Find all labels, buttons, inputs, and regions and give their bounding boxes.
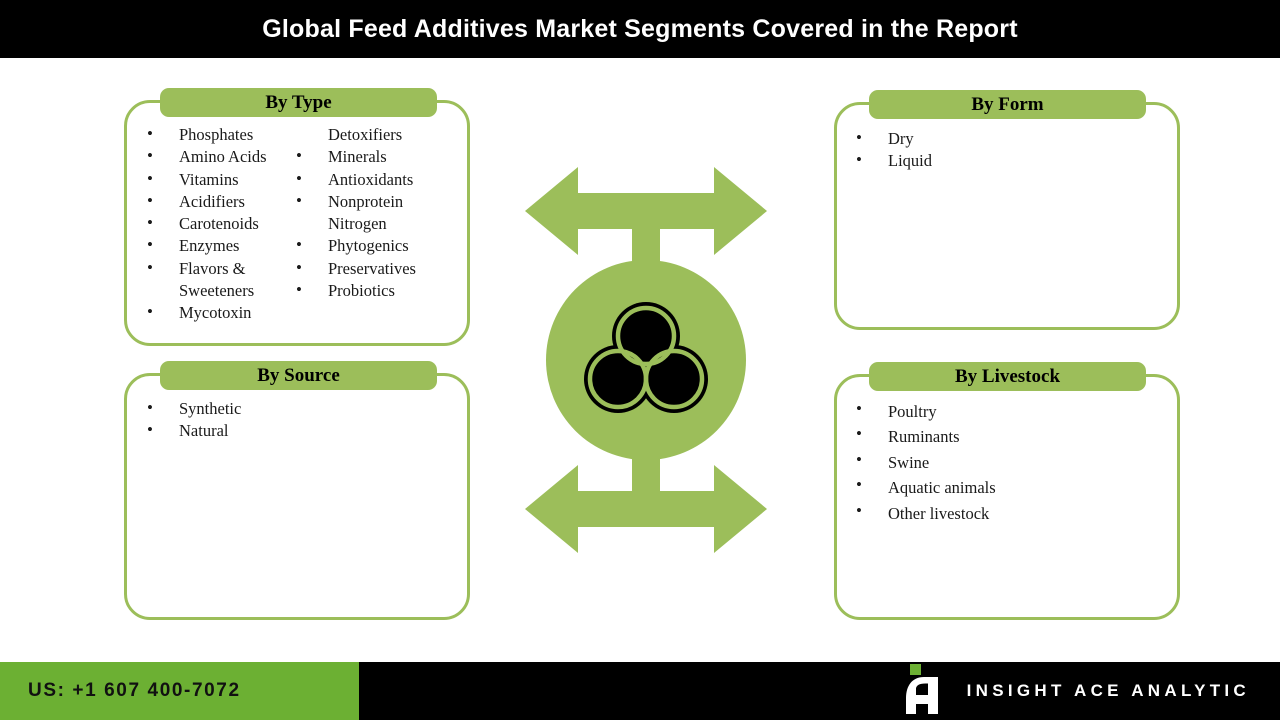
segment-title-by-source: By Source (160, 361, 437, 390)
list-item: Carotenoids (145, 212, 295, 235)
by-form-list: Dry Liquid (854, 127, 1074, 173)
logo-green-dot (910, 664, 921, 675)
list-item: Dry (854, 127, 1074, 150)
list-item: Preservatives (294, 257, 469, 280)
list-item: Phosphates (145, 123, 295, 146)
list-item: Swine (854, 449, 1114, 475)
segment-title-by-type-label: By Type (265, 92, 332, 113)
three-overlapping-circles-venn-icon (584, 302, 708, 413)
segment-title-by-source-label: By Source (257, 365, 340, 386)
list-item: Synthetic (145, 397, 365, 420)
list-item: Mycotoxin (145, 301, 295, 324)
page-title: Global Feed Additives Market Segments Co… (262, 15, 1018, 43)
list-item: Detoxifiers (328, 125, 403, 144)
by-livestock-list: Poultry Ruminants Swine Aquatic animals … (854, 398, 1114, 526)
list-item: Vitamins (145, 168, 295, 191)
segment-title-by-type: By Type (160, 88, 437, 117)
list-item: Enzymes (145, 234, 295, 257)
segment-title-by-livestock-label: By Livestock (954, 366, 1061, 387)
list-item: Natural (145, 419, 365, 442)
title-bar: Global Feed Additives Market Segments Co… (0, 0, 1280, 58)
insight-ace-analytic-logo (902, 664, 944, 716)
list-item: Antioxidants (294, 168, 469, 191)
list-item: Amino Acids (145, 145, 295, 168)
segment-title-by-livestock: By Livestock (869, 362, 1146, 391)
list-item: Acidifiers (145, 190, 295, 213)
footer-green-panel (0, 662, 359, 720)
list-item: Poultry (854, 398, 1114, 424)
by-source-list: Synthetic Natural (145, 397, 365, 443)
logo-letter-a (906, 677, 938, 714)
by-type-list-column-left: Phosphates Amino Acids Vitamins Acidifie… (145, 123, 295, 325)
center-diagram (485, 160, 807, 560)
list-item: Aquatic animals (854, 474, 1114, 500)
by-type-list-column-right: Detoxifiers Minerals Antioxidants Nonpro… (294, 124, 469, 302)
footer-bar: US: +1 607 400-7072 INSIGHT ACE ANALYTIC (0, 662, 1280, 720)
list-item: Ruminants (854, 423, 1114, 449)
footer-phone-number[interactable]: US: +1 607 400-7072 (28, 680, 241, 701)
list-item: Other livestock (854, 500, 1114, 526)
segment-title-by-form: By Form (869, 90, 1146, 119)
list-item: Flavors & Sweeteners (145, 257, 295, 303)
list-item: Minerals (294, 145, 469, 168)
segment-title-by-form-label: By Form (971, 94, 1044, 115)
bottom-double-arrow (525, 410, 767, 553)
list-item: Phytogenics (294, 234, 469, 257)
top-double-arrow (525, 167, 767, 310)
list-item: Liquid (854, 149, 1074, 172)
footer-brand-name: INSIGHT ACE ANALYTIC (966, 681, 1250, 700)
list-item: Nonprotein Nitrogen (294, 190, 469, 236)
list-item: Probiotics (294, 279, 469, 302)
